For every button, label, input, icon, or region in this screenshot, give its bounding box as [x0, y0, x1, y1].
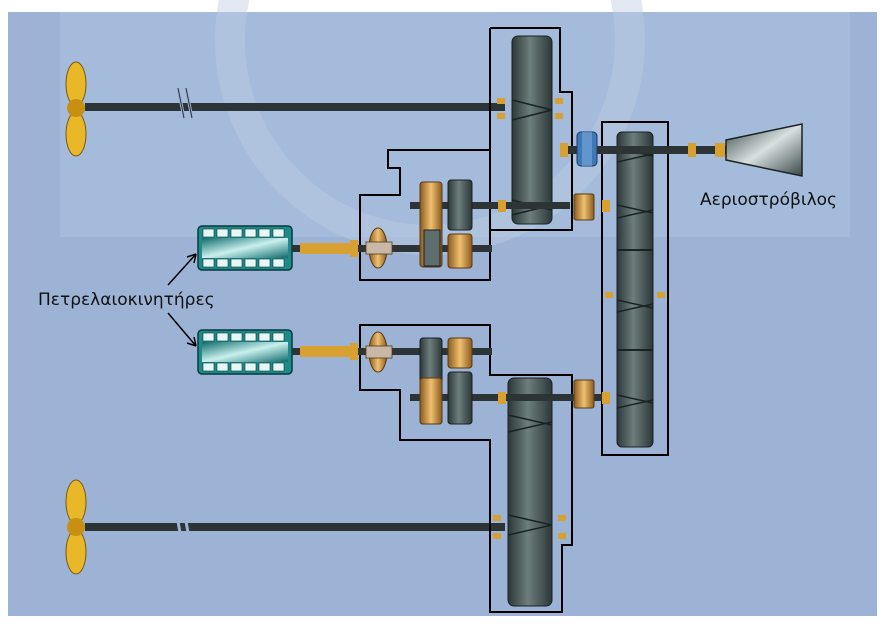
bottom-diesel-engine: [198, 330, 292, 374]
top-diesel-engine: [198, 226, 292, 270]
diesel-engines-label: Πετρελαιοκινητήρες: [38, 290, 215, 310]
bottom-propeller: [66, 480, 86, 574]
blue-coupling: [577, 132, 597, 166]
top-propeller: [66, 62, 86, 156]
gas-turbine-label: Αεριοστρόβιλος: [700, 190, 837, 210]
